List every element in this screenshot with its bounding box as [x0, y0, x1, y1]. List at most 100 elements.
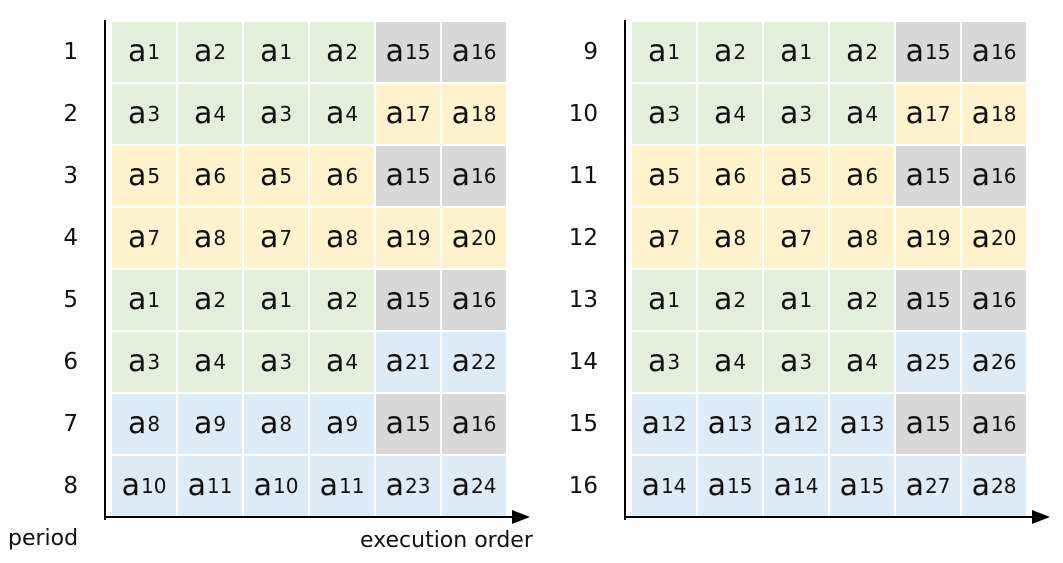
cell-letter: a [259, 220, 279, 255]
x-axis-right [624, 516, 1034, 518]
cell-letter: a [647, 34, 667, 69]
cell-letter: a [905, 158, 924, 193]
cell-letter: a [127, 344, 147, 379]
cell-letter: a [385, 96, 404, 131]
cell-letter: a [779, 158, 799, 193]
cell-letter: a [451, 158, 470, 193]
period-number: 3 [63, 163, 78, 189]
cell-letter: a [905, 96, 924, 131]
cell-letter: a [127, 406, 147, 441]
cell-letter: a [451, 344, 470, 379]
cell-letter: a [451, 282, 470, 317]
cell-letter: a [845, 96, 865, 131]
x-axis-label: execution order [360, 528, 533, 553]
cell-letter: a [451, 96, 470, 131]
cell-letter: a [845, 158, 865, 193]
y-axis-label: period [8, 526, 79, 551]
cell-letter: a [647, 220, 667, 255]
cell-letter: a [845, 282, 865, 317]
period-number: 2 [63, 101, 78, 127]
cell-letter: a [905, 406, 924, 441]
cell-letter: a [713, 282, 733, 317]
x-axis-arrow-left [512, 510, 530, 524]
cell-letter: a [713, 220, 733, 255]
cell-letter: a [127, 96, 147, 131]
y-axis-left [104, 20, 106, 520]
cell-letter: a [127, 158, 147, 193]
period-number: 8 [63, 473, 78, 499]
cell-letter: a [193, 220, 213, 255]
cell-letter: a [971, 96, 990, 131]
cell-letter: a [259, 406, 279, 441]
period-number: 16 [568, 473, 598, 499]
period-number: 12 [568, 225, 598, 251]
cell-letter: a [713, 34, 733, 69]
cell-letter: a [127, 220, 147, 255]
cell-letter: a [193, 158, 213, 193]
cell-letter: a [905, 220, 924, 255]
cell-letter: a [971, 344, 990, 379]
cell-letter: a [647, 96, 667, 131]
cell-letter: a [779, 344, 799, 379]
cell-letter: a [259, 96, 279, 131]
cell-letter: a [971, 220, 990, 255]
y-axis-right [624, 20, 626, 520]
cell-letter: a [259, 282, 279, 317]
cell-letter: a [325, 34, 345, 69]
cell-letter: a [193, 344, 213, 379]
cell-letter: a [647, 158, 667, 193]
cell-letter: a [779, 34, 799, 69]
cell-letter: a [187, 468, 206, 503]
cell-letter: a [325, 344, 345, 379]
cell-letter: a [779, 96, 799, 131]
